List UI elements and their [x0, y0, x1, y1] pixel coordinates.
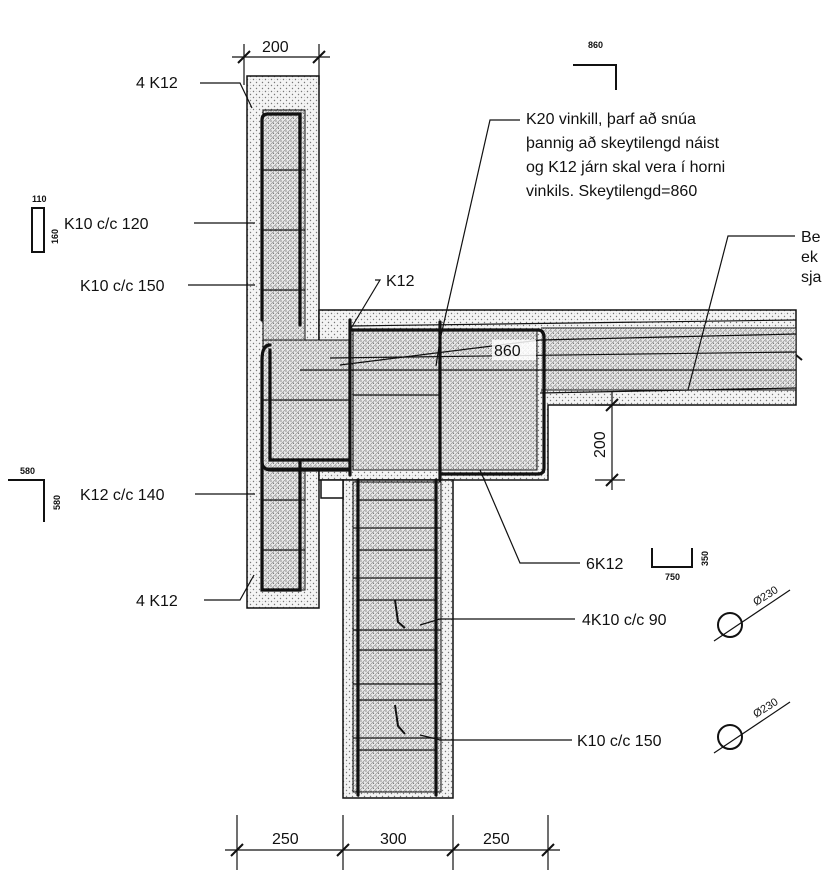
shape-top-right-l: [573, 64, 617, 90]
circle-bar-top: [713, 589, 791, 642]
circle-top-diameter: Ø230: [751, 584, 780, 608]
top-wall-dimension: 200: [262, 39, 289, 56]
concrete-wall: [246, 75, 797, 799]
bottom-dimensions: [225, 815, 560, 870]
dim-250-right: 250: [483, 831, 510, 848]
label-k10-cc150-upper: K10 c/c 150: [80, 278, 165, 295]
slab-step-dimension: [595, 392, 625, 490]
shape-l-width: 580: [20, 466, 35, 476]
label-be-line3: sja: [801, 269, 822, 286]
label-k10-cc120: K10 c/c 120: [64, 216, 149, 233]
top-dimension: [232, 44, 330, 85]
leader-lines: [188, 82, 795, 741]
label-k20-line4: vinkils. Skeytilengd=860: [526, 183, 697, 200]
label-be-line1: Be: [801, 229, 821, 246]
circle-bottom-diameter: Ø230: [751, 696, 780, 720]
label-k12-cc140: K12 c/c 140: [80, 487, 165, 504]
dim-200-step: 200: [592, 431, 609, 458]
shape-top-right-number: 860: [588, 40, 603, 50]
shape-stirrup-height: 160: [50, 229, 60, 244]
label-be-line2: ek: [801, 249, 819, 266]
shape-u-width: 750: [665, 572, 680, 582]
shape-stirrup-width: 110: [32, 194, 47, 204]
circle-bar-bottom: [713, 701, 791, 754]
label-4k12-top: 4 K12: [136, 75, 178, 92]
label-4k12-bottom: 4 K12: [136, 593, 178, 610]
dim-250-left: 250: [272, 831, 299, 848]
shape-left-l: [8, 479, 45, 522]
dim-300: 300: [380, 831, 407, 848]
label-6k12: 6K12: [586, 556, 623, 573]
label-k20-line3: og K12 járn skal vera í horni: [526, 159, 725, 176]
label-k20-line1: K20 vinkill, þarf að snúa: [526, 111, 696, 128]
label-4k10-cc90: 4K10 c/c 90: [582, 612, 667, 629]
label-k20-line2: þannig að skeytilengd náist: [526, 135, 720, 152]
label-lap-860: 860: [494, 343, 521, 360]
label-k10-cc150-lower: K10 c/c 150: [577, 733, 662, 750]
shape-u-bar: [651, 548, 693, 568]
shape-left-stirrup: [31, 207, 45, 253]
shape-l-height: 580: [52, 495, 62, 510]
shape-u-height: 350: [700, 551, 710, 566]
label-k12: K12: [386, 273, 415, 290]
block-joints: [263, 169, 796, 739]
